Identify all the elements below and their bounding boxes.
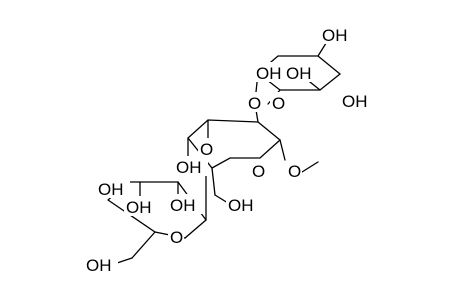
- bond-middle-ch2: [211, 167, 216, 196]
- atom-label-oh: OH: [228, 196, 254, 215]
- atom-label-oh: OH: [286, 64, 312, 83]
- bond-middle-methoxy: [279, 139, 286, 161]
- atom-labels: OH OH OH OH O O O OH O O OH OH OH OH O O: [84, 24, 374, 275]
- atom-label-glycosidic-oxygen: O: [200, 140, 213, 159]
- atom-label-oh: OH: [342, 92, 368, 111]
- atom-label-glycosidic-oxygen: O: [248, 94, 261, 113]
- atom-label-oh: OH: [98, 180, 124, 199]
- atom-label-ring-oxygen: O: [252, 162, 265, 181]
- atom-label-ring-oxygen: O: [272, 94, 285, 113]
- atom-label-oh: OH: [322, 26, 348, 45]
- atom-label-ring-oxygen: O: [170, 228, 183, 247]
- bond-left-c5-ch2: [131, 231, 156, 259]
- atom-label-oh: OH: [126, 198, 152, 217]
- atom-label-oh: OH: [176, 158, 202, 177]
- atom-label-oh: OH: [170, 196, 196, 215]
- atom-label-oh: OH: [256, 64, 282, 83]
- bond-ch2-oh: [214, 194, 229, 204]
- atom-label-oh: OH: [86, 256, 112, 275]
- bond-methoxy-me: [301, 161, 319, 173]
- atom-label-methoxy-oxygen: O: [288, 162, 301, 181]
- ring-middle-bonds: [187, 119, 281, 169]
